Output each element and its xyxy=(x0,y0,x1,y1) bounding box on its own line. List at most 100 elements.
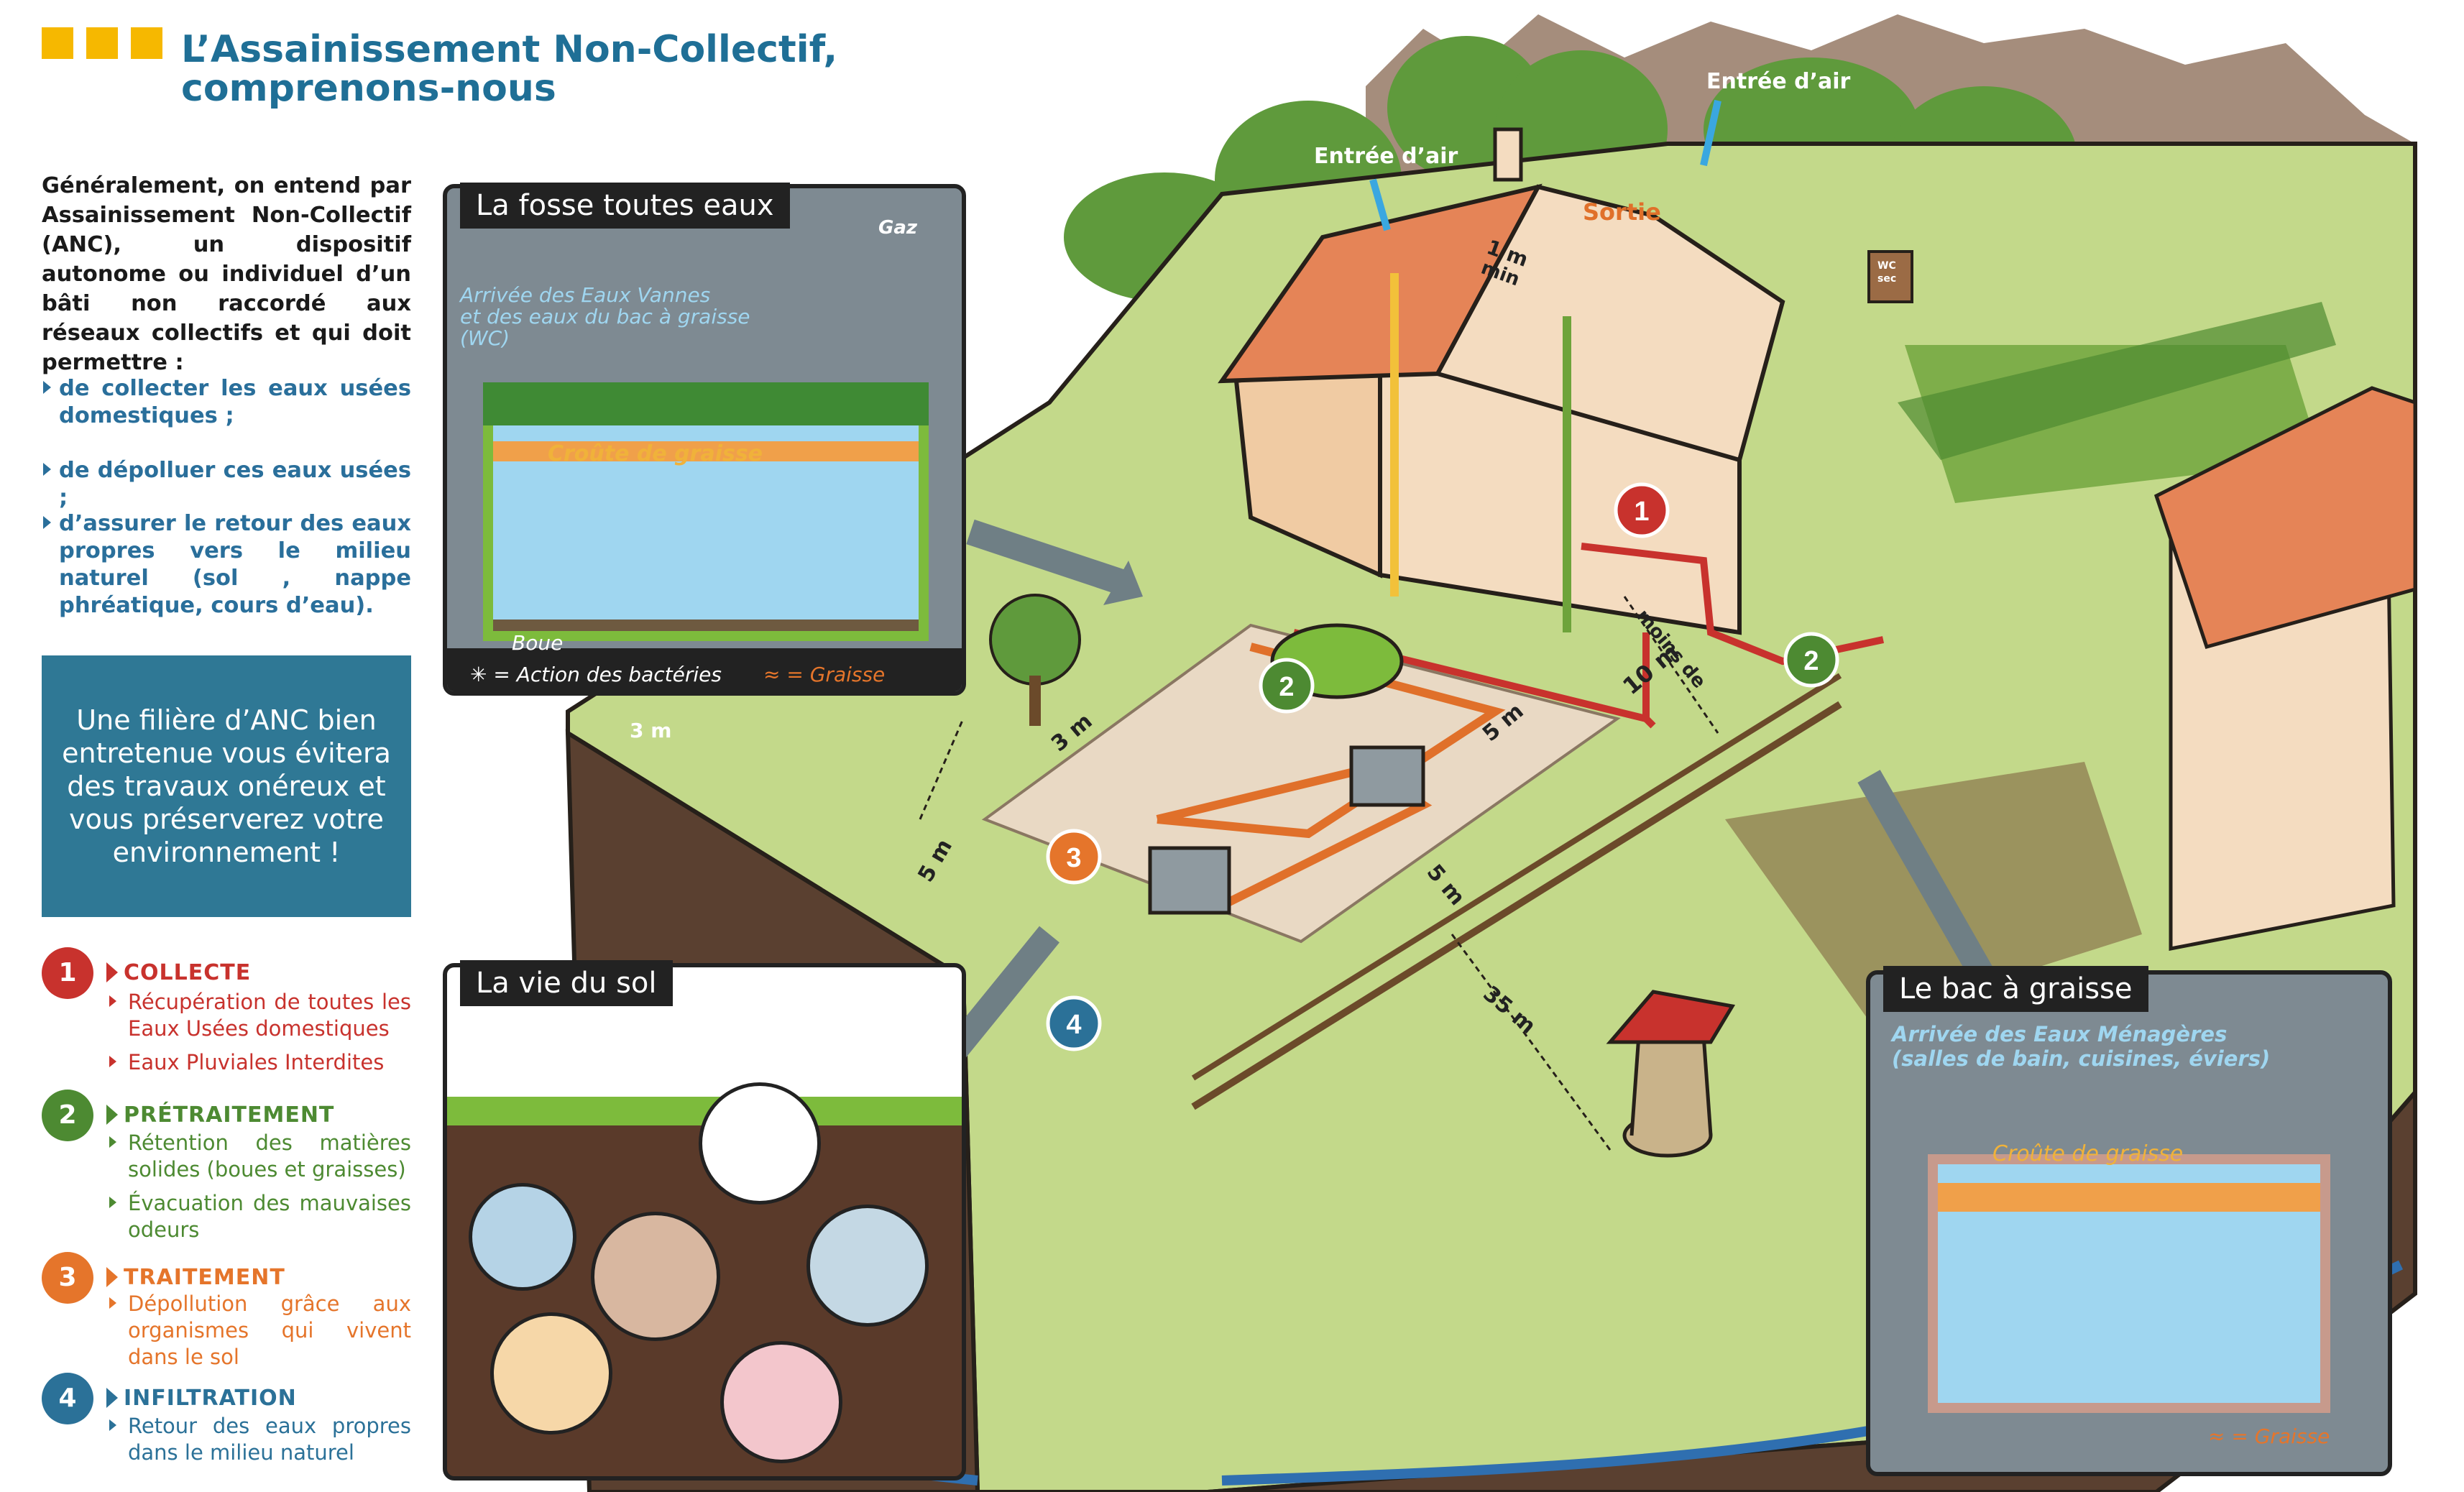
distance-line xyxy=(1623,596,1719,734)
legend-number-badge: 3 xyxy=(42,1252,93,1304)
bacteria-legend: ✳ = Action des bactéries xyxy=(470,663,722,686)
grease-crust-label: Croûte de graisse xyxy=(548,441,763,466)
marker-pretraitement xyxy=(1783,632,1839,688)
zoom-arrow xyxy=(966,519,1126,595)
air-inlet-label: Entrée d’air xyxy=(1706,69,1851,94)
marker-traitement xyxy=(1046,829,1102,885)
organism-circle xyxy=(699,1082,821,1205)
grease-crust-label: Croûte de graisse xyxy=(1992,1141,2184,1166)
marker-label: 2 xyxy=(1279,672,1294,702)
heading-arrow-icon xyxy=(106,1267,118,1287)
fosse-inlet-label: Arrivée des Eaux Vannes et des eaux du b… xyxy=(460,283,750,350)
soil-life-title: La vie du sol xyxy=(460,960,673,1006)
sludge-label: Boue xyxy=(512,631,564,655)
legend-item: Évacuation des mauvaises odeurs xyxy=(109,1190,411,1243)
bullet-arrow-icon xyxy=(43,381,51,394)
collection-pipe xyxy=(1643,716,1656,729)
heading-arrow-icon xyxy=(106,1105,118,1125)
legend-number-badge: 2 xyxy=(42,1090,93,1141)
zoom-arrow xyxy=(1857,770,1995,984)
organism-circle xyxy=(720,1341,842,1463)
tree-trunk xyxy=(1029,676,1041,726)
intro-bullet: d’assurer le retour des eaux propres ver… xyxy=(43,510,411,620)
hedge-shadow xyxy=(1898,302,2336,460)
legend-heading: TRAITEMENT xyxy=(106,1265,285,1290)
chimney xyxy=(1493,127,1523,182)
grease-legend: ≈ = Graisse xyxy=(763,663,886,686)
dry-toilet-hut xyxy=(1867,250,1913,303)
legend-heading: INFILTRATION xyxy=(106,1386,297,1411)
gas-label: Gaz xyxy=(878,217,918,239)
marker-collecte xyxy=(1614,482,1670,538)
bullet-arrow-icon xyxy=(109,1297,116,1309)
grease-trap-layer xyxy=(1938,1183,2320,1212)
bullet-arrow-icon xyxy=(109,995,116,1007)
tree xyxy=(989,594,1081,686)
neighbour-roof xyxy=(2153,386,2417,650)
well-roof xyxy=(1606,990,1736,1044)
wc-sign: WC xyxy=(1877,260,1896,272)
marker-label: 4 xyxy=(1066,1010,1081,1040)
bullet-arrow-icon xyxy=(109,1197,116,1208)
marker-pretraitement xyxy=(1259,658,1315,714)
fosse-title: La fosse toutes eaux xyxy=(460,183,790,229)
fosse-tank-top xyxy=(483,382,929,425)
intro-bullet: de dépolluer ces eaux usées ; xyxy=(43,457,411,512)
bullet-arrow-icon xyxy=(109,1136,116,1148)
organism-circle xyxy=(806,1205,929,1327)
legend-number-badge: 1 xyxy=(42,947,93,999)
well-frame xyxy=(1629,1033,1713,1136)
title-square xyxy=(42,27,73,59)
intro-text: Généralement, on entend par Assainisseme… xyxy=(42,173,411,375)
vent-outlet-label: Sortie xyxy=(1583,198,1661,226)
legend-item: Retour des eaux propres dans le milieu n… xyxy=(109,1413,411,1466)
legend-item: Dépollution grâce aux organismes qui viv… xyxy=(109,1291,411,1371)
legend-item: Rétention des matières solides (boues et… xyxy=(109,1130,411,1183)
legend-item: Eaux Pluviales Interdites xyxy=(109,1049,411,1076)
organism-circle xyxy=(591,1212,720,1341)
grease-icon: ≈ xyxy=(763,663,787,686)
legend-item: Récupération de toutes les Eaux Usées do… xyxy=(109,989,411,1042)
grease-trap-inlet-label: Arrivée des Eaux Ménagères (salles de ba… xyxy=(1892,1022,2271,1071)
marker-label: 2 xyxy=(1803,646,1819,676)
title-square xyxy=(131,27,162,59)
fosse-tank xyxy=(483,397,929,641)
fosse-grease-layer xyxy=(493,441,919,461)
title-square xyxy=(86,27,118,59)
zoom-arrow-head xyxy=(1103,561,1143,605)
grease-trap-panel: Arrivée des Eaux Ménagères (salles de ba… xyxy=(1866,970,2392,1476)
organism-circle xyxy=(469,1183,576,1291)
marker-label: 3 xyxy=(1066,843,1081,873)
heading-arrow-icon xyxy=(106,962,118,982)
intro-bullet: de collecter les eaux usées domestiques … xyxy=(43,375,411,430)
fosse-panel: Boue Croûte de graisse Gaz Arrivée des E… xyxy=(443,184,966,696)
distance-line xyxy=(919,718,965,820)
wc-sign: sec xyxy=(1877,273,1897,285)
bacteria-icon: ✳ xyxy=(470,663,494,686)
bullet-arrow-icon xyxy=(43,463,51,476)
zoom-arrow xyxy=(946,926,1059,1058)
depth-label: 3 m xyxy=(630,719,672,742)
heading-arrow-icon xyxy=(106,1388,118,1408)
fence xyxy=(1191,701,1842,1110)
distance-line xyxy=(1451,934,1612,1151)
grease-icon: ≈ xyxy=(2208,1424,2232,1448)
legend-heading: PRÉTRAITEMENT xyxy=(106,1102,334,1128)
grease-trap-title: Le bac à graisse xyxy=(1883,966,2148,1012)
fence xyxy=(1191,673,1842,1081)
bullet-arrow-icon xyxy=(43,516,51,529)
soil-life-panel xyxy=(443,963,966,1481)
fosse-legend-bar xyxy=(447,648,962,691)
organism-circle xyxy=(490,1312,612,1435)
bullet-arrow-icon xyxy=(109,1419,116,1431)
bullet-arrow-icon xyxy=(109,1056,116,1067)
air-arrow-icon xyxy=(1369,178,1391,231)
marker-infiltration xyxy=(1046,995,1102,1051)
air-arrow-icon xyxy=(1700,99,1721,167)
grease-legend: ≈ = Graisse xyxy=(2208,1424,2330,1448)
house-gable xyxy=(1434,184,1785,463)
legend-number-badge: 4 xyxy=(42,1373,93,1424)
fosse-sludge-layer xyxy=(493,620,919,631)
legend-heading: COLLECTE xyxy=(106,960,251,985)
